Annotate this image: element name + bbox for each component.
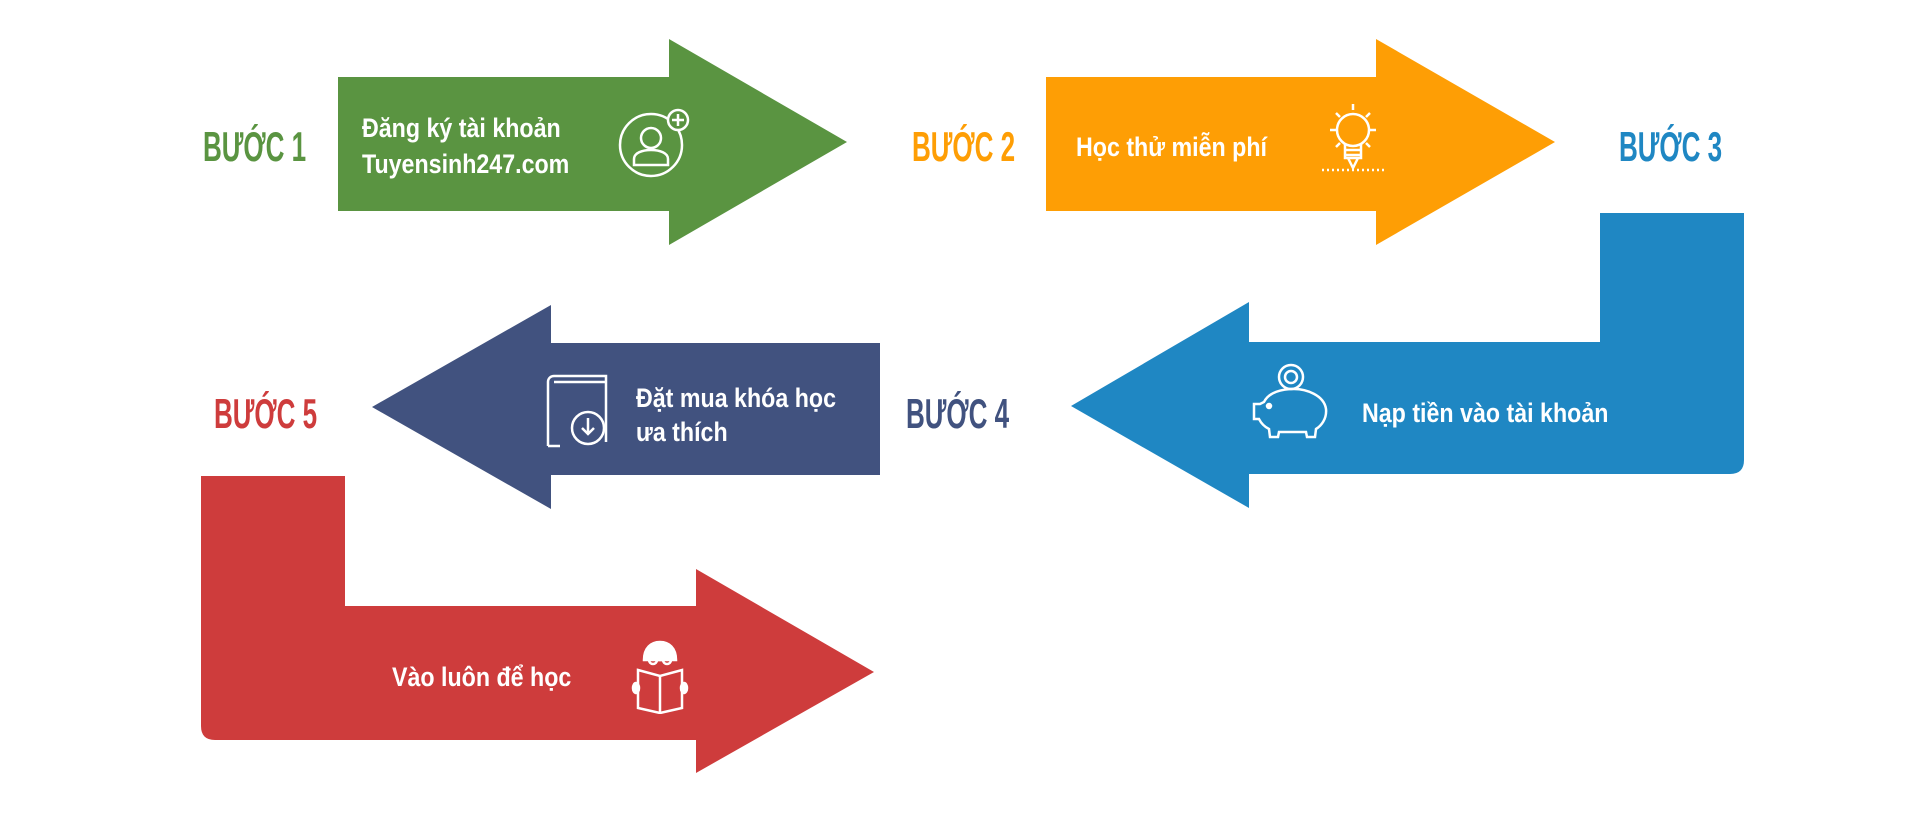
piggy-bank-icon <box>1252 363 1328 439</box>
step1-label: BƯỚC 1 <box>203 123 307 170</box>
step4-label: BƯỚC 4 <box>906 390 1010 437</box>
step1-text-line1: Đăng ký tài khoản <box>362 113 561 143</box>
step2-label: BƯỚC 2 <box>912 123 1016 170</box>
step3-arrow <box>1071 213 1744 508</box>
book-download-icon <box>546 374 608 448</box>
step5-label: BƯỚC 5 <box>214 390 318 437</box>
lightbulb-icon <box>1322 104 1384 172</box>
step2-arrow <box>1046 39 1555 245</box>
step1-text-line2: Tuyensinh247.com <box>362 149 570 179</box>
step3-label: BƯỚC 3 <box>1619 123 1723 170</box>
step2-text: Học thử miễn phí <box>1076 132 1267 162</box>
step5-arrow <box>201 476 874 773</box>
step5-text: Vào luôn để học <box>392 662 572 692</box>
step4-arrow <box>372 305 880 509</box>
step4-text-line2: ưa thích <box>636 417 728 447</box>
step3-text: Nạp tiền vào tài khoản <box>1362 398 1609 428</box>
step4-text-line1: Đặt mua khóa học <box>636 383 836 413</box>
reading-person-icon <box>631 640 689 714</box>
step1-arrow <box>338 39 847 245</box>
user-add-icon <box>618 108 690 178</box>
